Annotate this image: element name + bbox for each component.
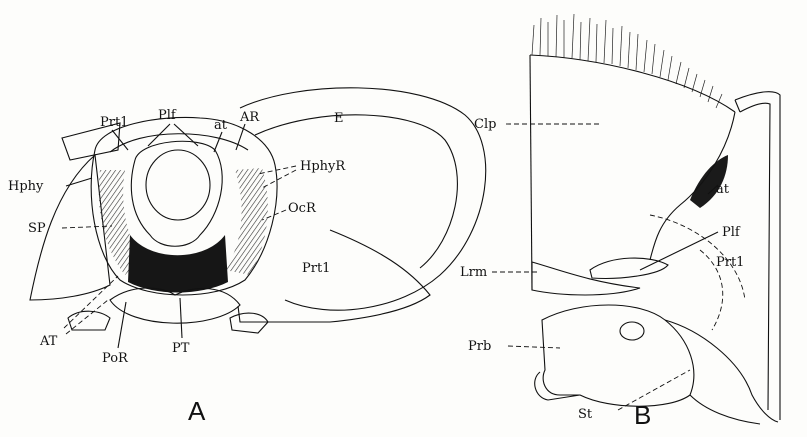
label-hphyr: HphyR (300, 159, 346, 174)
panel-letter-b: B (634, 400, 651, 430)
leader-at (214, 132, 222, 152)
panel-b-leaders (492, 124, 718, 410)
lower-dark-core (128, 235, 228, 293)
label-plf-a: Plf (158, 108, 177, 123)
label-por: PoR (102, 351, 129, 366)
label-prt1-top: Prt1 (100, 115, 128, 130)
label-clp: Clp (474, 117, 496, 132)
top-rim (110, 134, 248, 152)
label-at-a: at (214, 118, 228, 133)
panel-letter-a: A (188, 396, 206, 426)
label-prt1-side: Prt1 (302, 261, 330, 276)
leader-pt (180, 298, 182, 338)
label-at-lower: AT (39, 334, 58, 349)
leader-plf-b (640, 232, 718, 270)
right-frame-cap (735, 100, 740, 112)
leader-hphyr-a (258, 166, 296, 174)
label-e: E (334, 111, 344, 126)
leader-at-lower-b (66, 300, 108, 334)
label-prt1-b: Prt1 (716, 255, 744, 270)
lower-right-lobe (230, 313, 268, 333)
posterior-plate (110, 288, 240, 323)
labrum (532, 262, 640, 295)
bristle-fringe (532, 14, 722, 108)
label-plf-b: Plf (722, 225, 741, 240)
proboscis-tip (535, 372, 580, 400)
right-hatched-area (225, 168, 268, 275)
label-prb: Prb (468, 339, 491, 354)
right-flange (238, 230, 430, 322)
leader-prb (508, 346, 560, 348)
label-ar: AR (239, 110, 260, 125)
stipes (665, 320, 778, 422)
proboscis (542, 305, 694, 406)
label-sp: SP (28, 221, 46, 236)
clypeus-left-edge (530, 55, 532, 290)
eye-inner-outline (255, 115, 457, 268)
label-lrm: Lrm (460, 265, 487, 280)
panel-b-drawing (530, 14, 780, 424)
label-ocr: OcR (288, 201, 317, 216)
proboscis-knob (620, 322, 644, 340)
leader-st (618, 370, 690, 410)
label-hphy: Hphy (8, 179, 44, 194)
stipes-lower (690, 395, 760, 424)
foramen-inner (146, 150, 210, 220)
leader-hphyr-b (262, 170, 296, 188)
right-frame-inner (740, 103, 770, 410)
palpifer-lobe (590, 258, 668, 278)
leader-plf-b (174, 124, 198, 146)
panel-b-labels: Clp at Plf Prt1 Lrm Prb St B (460, 117, 744, 430)
label-pt: PT (172, 341, 190, 356)
leader-hphy (66, 178, 92, 186)
label-st: St (578, 407, 593, 422)
leader-prt1-top (112, 130, 128, 150)
label-at-b: at (716, 182, 730, 197)
